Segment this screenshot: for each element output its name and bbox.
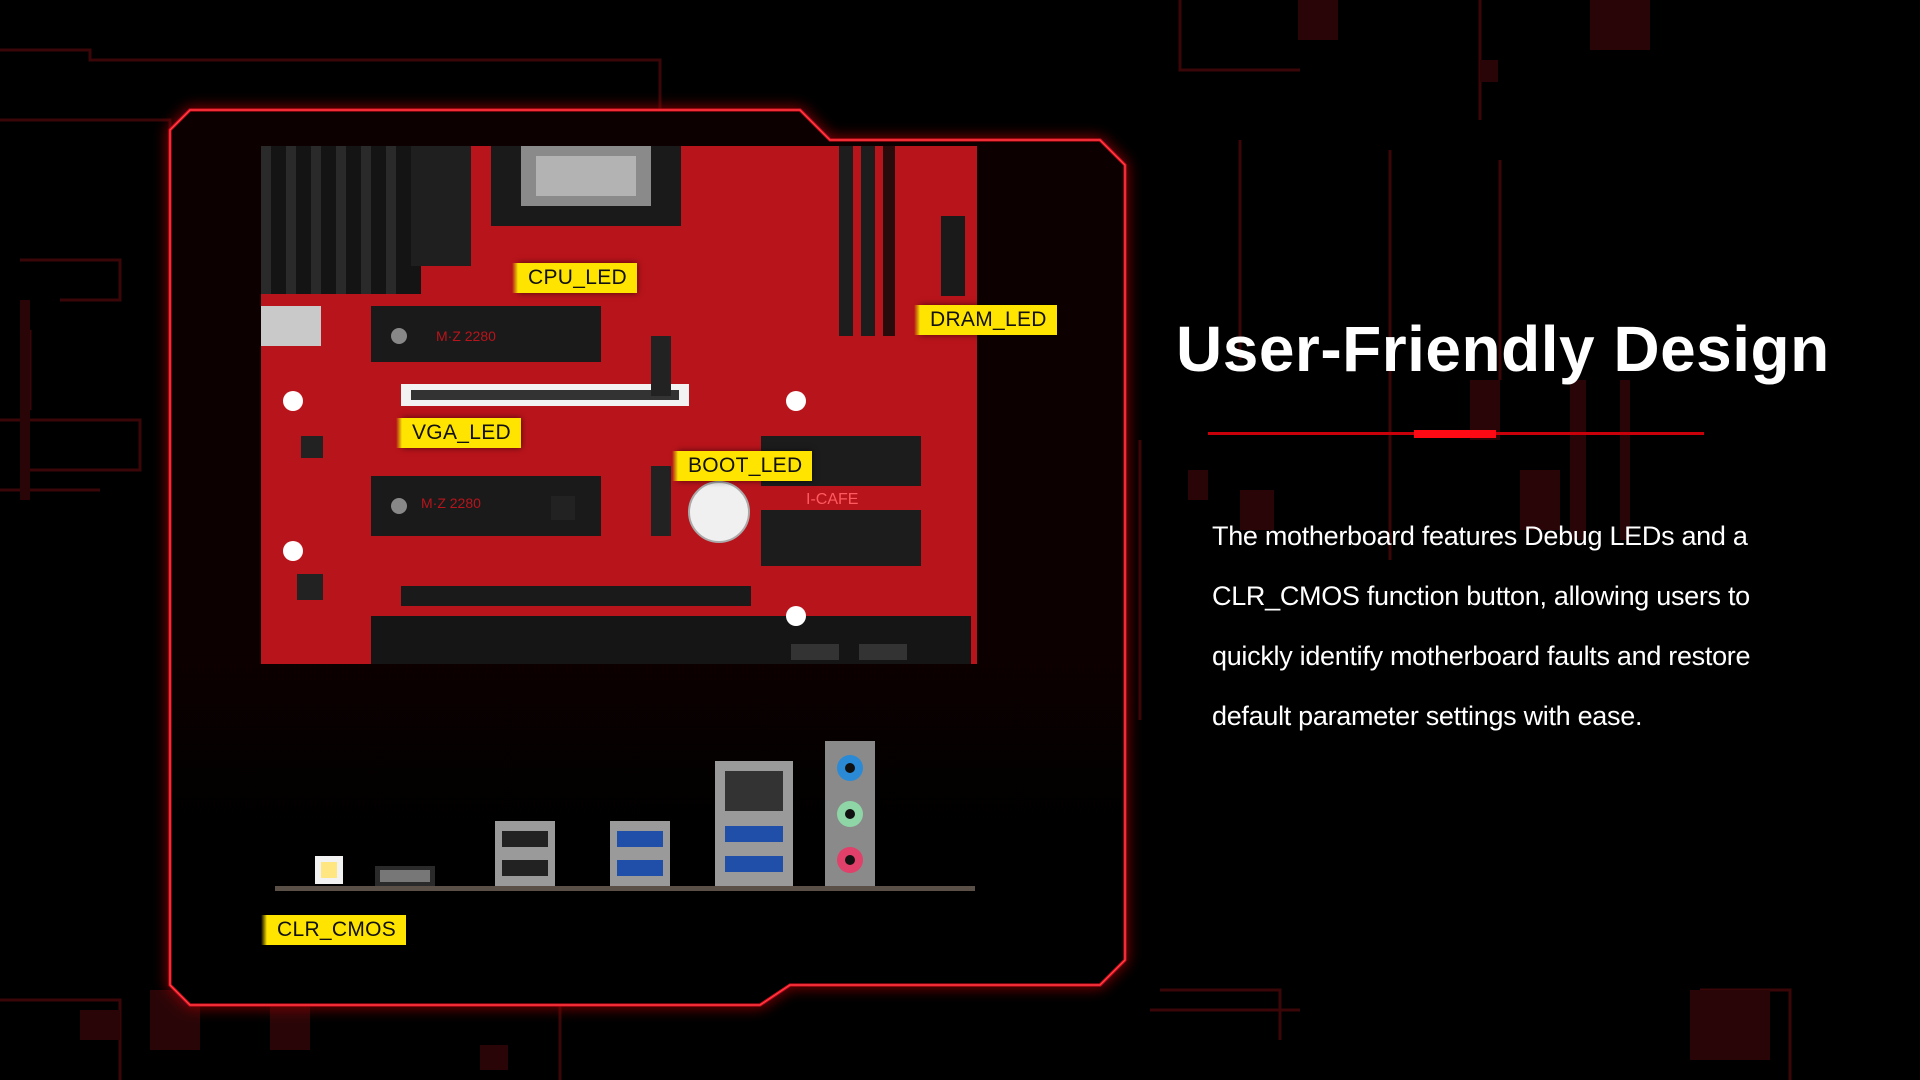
dram-led-label: DRAM_LED [914,305,1057,335]
section-description: The motherboard features Debug LEDs and … [1212,521,1751,731]
m2-slot-marking-top: M·Z 2280 [436,328,496,344]
motherboard-image: M·Z 2280 M·Z 2280 I-CAFE [261,146,977,664]
boot-led-label: BOOT_LED [671,451,813,481]
title-divider-accent [1414,430,1496,438]
clr-cmos-label: CLR_CMOS [260,915,407,945]
vga-led-label: VGA_LED [396,418,521,448]
section-title: User-Friendly Design [1176,313,1830,385]
m2-slot-marking-bottom: M·Z 2280 [421,495,481,511]
rear-io-ports-image [275,741,975,891]
board-brand-marking: I-CAFE [806,491,858,508]
cpu-led-label: CPU_LED [512,263,637,293]
